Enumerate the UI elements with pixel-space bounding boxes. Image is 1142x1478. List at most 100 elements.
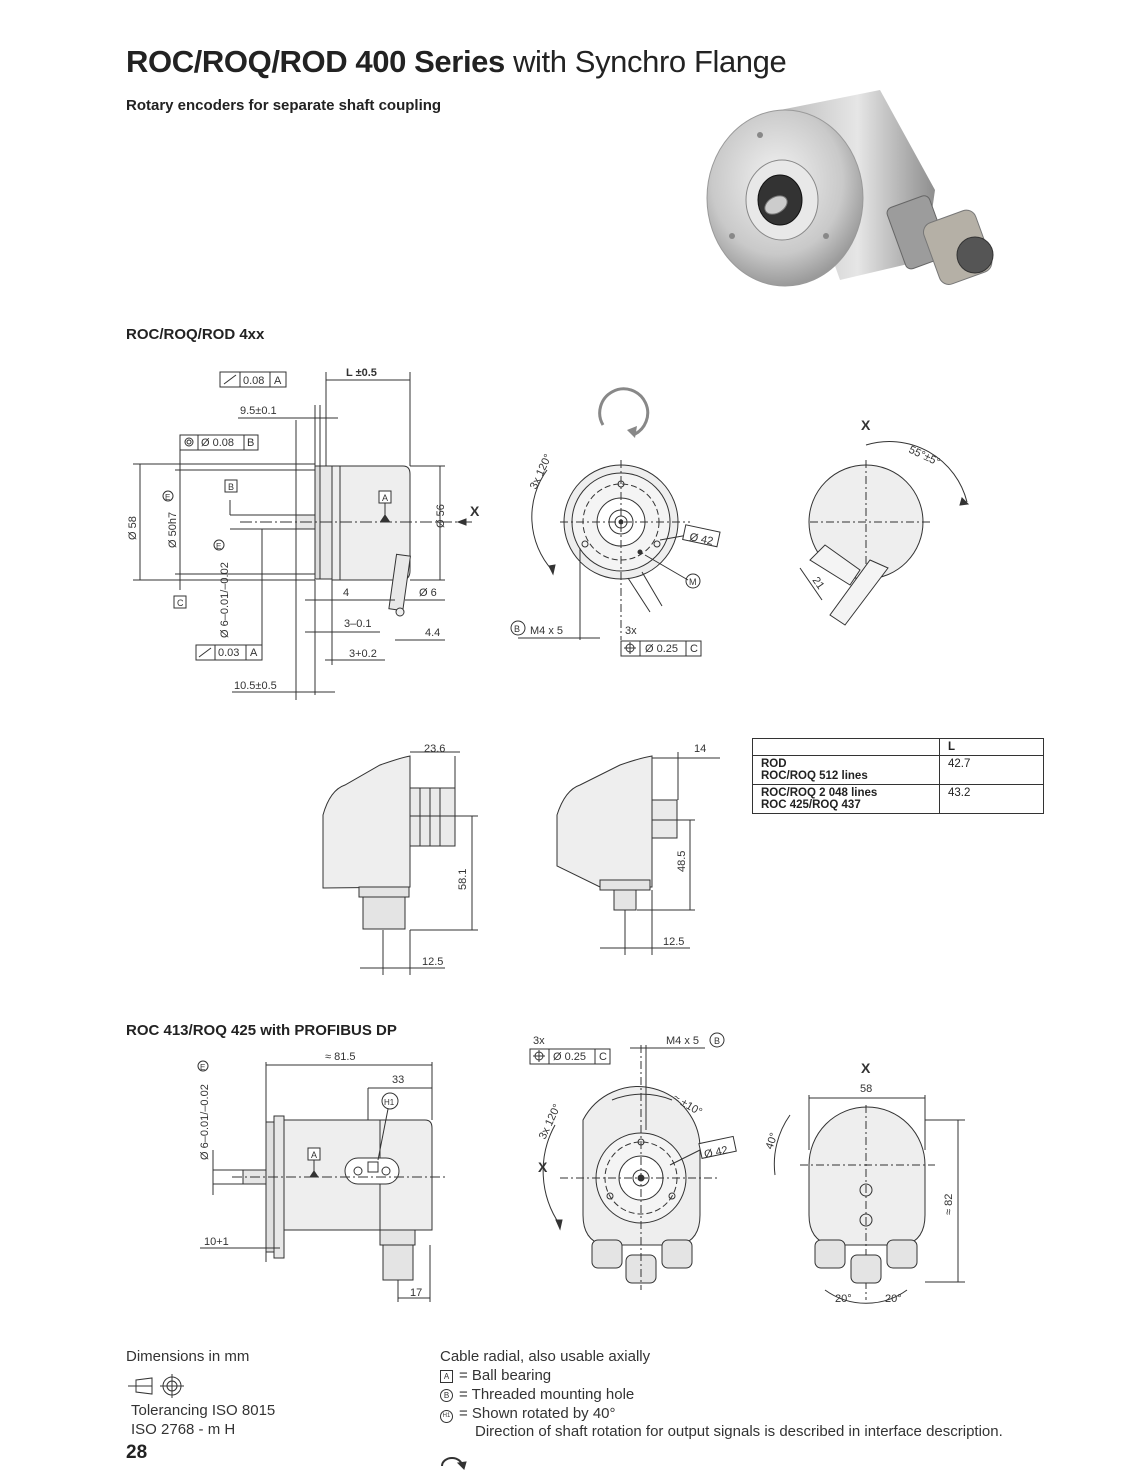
dim-4: 4	[343, 587, 349, 599]
dim-3-minus: 3–0.1	[344, 618, 372, 630]
connector-view-axial	[556, 752, 720, 955]
legend-rotated: H1= Shown rotated by 40°	[440, 1405, 616, 1423]
rotation-direction-icon	[441, 1457, 467, 1470]
dim-21: 21	[810, 575, 827, 592]
datum-a-box-2: A	[311, 1150, 317, 1160]
angle-3x120: 3x 120°	[528, 452, 555, 491]
front-view-drawing-profibus	[529, 1032, 737, 1290]
thread-m4x5: M4 x 5	[530, 625, 563, 637]
runout-value-a: 0.08	[243, 375, 264, 387]
encoder-photo	[706, 90, 994, 287]
dim-3-plus: 3+0.2	[349, 648, 377, 660]
e-mark-1: E	[165, 493, 170, 502]
section-heading-profibus: ROC 413/ROQ 425 with PROFIBUS DP	[126, 1022, 397, 1039]
m-mark: M	[689, 577, 697, 587]
dim-9-5: 9.5±0.1	[240, 405, 277, 417]
dim-d42: Ø 42	[688, 531, 714, 548]
rotated-symbol: H1	[440, 1410, 453, 1423]
position-tol: Ø 0.25	[645, 643, 678, 655]
ball-bearing-symbol: A	[440, 1370, 453, 1383]
angle-20-a: 20°	[835, 1293, 852, 1305]
dimensions-note: Dimensions in mm	[126, 1348, 250, 1365]
threaded-hole-symbol: B	[440, 1389, 453, 1402]
b-mark: B	[514, 624, 520, 634]
angle-55: 55°±5°	[907, 444, 942, 469]
dim-23-6: 23.6	[424, 743, 445, 755]
dim-58-2: 58	[860, 1083, 872, 1095]
dim-58-1: 58.1	[457, 869, 469, 890]
dim-81-5: ≈ 81.5	[325, 1051, 356, 1063]
legend-ball-bearing: A= Ball bearing	[440, 1367, 551, 1384]
dim-d58: Ø 58	[127, 516, 139, 540]
table-cell-value: 43.2	[939, 784, 1044, 814]
datum-b-box: B	[228, 482, 234, 492]
dim-14: 14	[694, 743, 706, 755]
view-x-marker-2: X	[538, 1159, 548, 1175]
dim-4-4: 4.4	[425, 627, 440, 639]
datum-a-box: A	[382, 493, 388, 503]
front-view-drawing-4xx	[510, 387, 721, 657]
dim-12-5-a: 12.5	[422, 956, 443, 968]
view-x-label-2: X	[861, 1060, 871, 1076]
view-x-marker: X	[470, 503, 480, 519]
table-cell-label: ROC/ROQ 2 048 lines	[761, 787, 878, 799]
datum-c-ref: C	[690, 643, 698, 655]
datum-a-label: A	[274, 375, 282, 387]
h1-mark: H1	[384, 1098, 395, 1107]
length-dimension: L ±0.5	[346, 367, 377, 379]
dim-d50h7: Ø 50h7	[167, 512, 179, 548]
page-title: ROC/ROQ/ROD 400 Series with Synchro Flan…	[126, 44, 787, 79]
table-cell-label: ROC 425/ROQ 437	[761, 799, 861, 811]
dim-d42-2: Ø 42	[703, 1144, 729, 1161]
view-x-label-1: X	[861, 417, 871, 433]
dim-d56: Ø 56	[435, 504, 447, 528]
page-subtitle: Rotary encoders for separate shaft coupl…	[126, 97, 442, 114]
table-cell-label: ROD	[761, 758, 787, 770]
side-view-x-profibus	[773, 1095, 965, 1304]
table-header-l: L	[939, 738, 1044, 756]
table-cell-value: 42.7	[939, 755, 1044, 785]
thread-m4x5-2: M4 x 5	[666, 1035, 699, 1047]
three-x-2: 3x	[533, 1035, 545, 1047]
datum-c-ref-2: C	[599, 1051, 607, 1063]
side-view-drawing-profibus	[197, 1060, 445, 1302]
dim-48-5: 48.5	[676, 851, 688, 872]
dim-82: ≈ 82	[943, 1194, 955, 1215]
table-cell-label: ROC/ROQ 512 lines	[761, 770, 868, 782]
dim-d6: Ø 6	[419, 587, 437, 599]
position-tol-2: Ø 0.25	[553, 1051, 586, 1063]
dim-12-5-b: 12.5	[663, 936, 684, 948]
e-mark-2: E	[216, 542, 221, 551]
tolerancing-note-1: Tolerancing ISO 8015	[131, 1402, 276, 1419]
legend-rotation-direction: Direction of shaft rotation for output s…	[475, 1423, 1003, 1440]
dim-10-5: 10.5±0.5	[234, 680, 277, 692]
tolerancing-symbol	[128, 1374, 184, 1398]
dim-17: 17	[410, 1287, 422, 1299]
dim-10-plus-1: 10+1	[204, 1236, 229, 1248]
datum-a-label-2: A	[250, 647, 258, 659]
section-heading-4xx: ROC/ROQ/ROD 4xx	[126, 326, 265, 343]
b-mark-2: B	[714, 1036, 720, 1046]
dim-shaft: Ø 6–0.01/–0.02	[219, 562, 231, 638]
tolerancing-note-2: ISO 2768 - m H	[131, 1421, 236, 1438]
legend-cable: Cable radial, also usable axially	[440, 1348, 651, 1365]
legend-threaded-hole: B= Threaded mounting hole	[440, 1386, 634, 1403]
side-view-x-4xx	[799, 441, 970, 626]
concentricity-value: Ø 0.08	[201, 437, 234, 449]
page-number: 28	[126, 1442, 148, 1463]
dim-shaft-2: Ø 6–0.01/–0.02	[199, 1084, 211, 1160]
three-x: 3x	[625, 625, 637, 637]
datum-b-label: B	[247, 437, 254, 449]
angle-3x120-2: 3x 120°	[537, 1102, 564, 1141]
runout-value-2: 0.03	[218, 647, 239, 659]
angle-20-b: 20°	[885, 1293, 902, 1305]
angle-40: 40°	[764, 1131, 781, 1151]
connector-view-radial	[322, 751, 478, 975]
e-mark-3: E	[200, 1063, 205, 1072]
datum-c-box: C	[177, 598, 184, 608]
dim-33: 33	[392, 1074, 404, 1086]
